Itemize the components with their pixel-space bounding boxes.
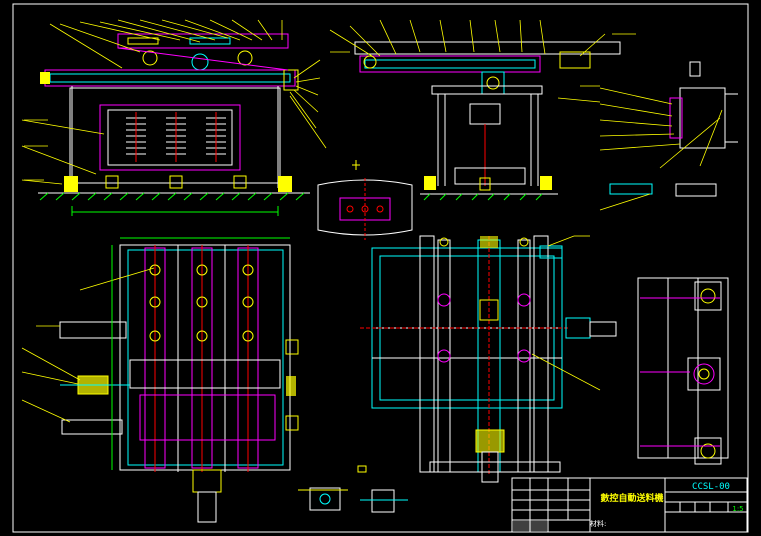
end-view-right	[637, 277, 729, 465]
drawing-scale: 1:5	[732, 505, 744, 513]
plan-view-center	[360, 235, 617, 483]
side-elevation-view	[329, 19, 636, 201]
material-label: 材料:	[590, 520, 607, 528]
top-right-detail	[599, 61, 738, 211]
section-detail	[317, 160, 413, 240]
drawing-title: 數控自動送料機	[600, 494, 664, 504]
drawing-frame	[12, 3, 749, 533]
small-part-details	[298, 465, 408, 513]
title-block-grid	[511, 477, 748, 533]
front-elevation-view	[21, 19, 327, 216]
plan-view-left	[21, 237, 299, 523]
title-block: 數控自動送料機 CCSL-00 1:5 材料:	[512, 478, 747, 532]
drawing-number: CCSL-00	[692, 482, 730, 492]
